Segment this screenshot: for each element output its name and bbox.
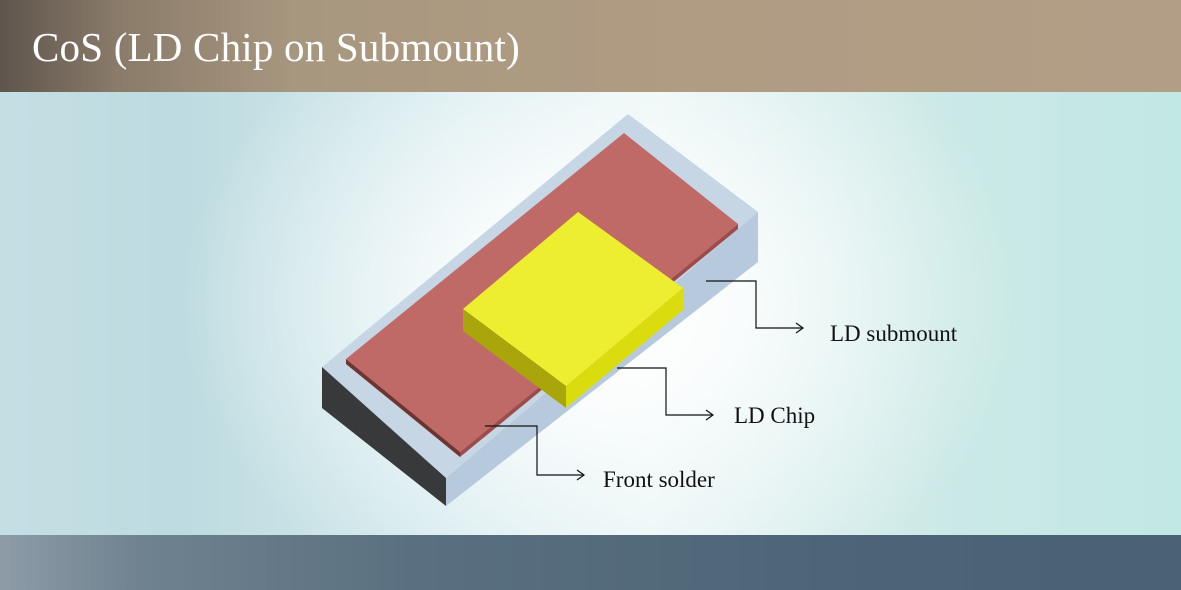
chip-leader-line bbox=[617, 367, 713, 416]
ld-chip bbox=[463, 212, 683, 408]
chip-front-face bbox=[566, 288, 683, 408]
front-solder-label: Front solder bbox=[603, 467, 715, 492]
solder-leader-line bbox=[485, 425, 584, 476]
page-title: CoS (LD Chip on Submount) bbox=[32, 24, 520, 70]
submount-leader-arrowhead bbox=[795, 322, 805, 334]
chip-leader-arrowhead bbox=[705, 409, 715, 421]
solder-leader-arrowhead bbox=[576, 469, 586, 481]
submount-left-face bbox=[322, 367, 446, 506]
ld-chip-label: LD Chip bbox=[734, 403, 816, 428]
submount-leader-line bbox=[706, 280, 803, 329]
footer-bar bbox=[0, 535, 1181, 590]
ld-submount-label: LD submount bbox=[830, 321, 958, 346]
chip-top-face bbox=[463, 212, 683, 386]
chip-left-face bbox=[463, 309, 566, 408]
solder-left-edge bbox=[346, 359, 460, 457]
title-bar: CoS (LD Chip on Submount) bbox=[0, 0, 1181, 92]
leader-lines bbox=[485, 280, 805, 481]
